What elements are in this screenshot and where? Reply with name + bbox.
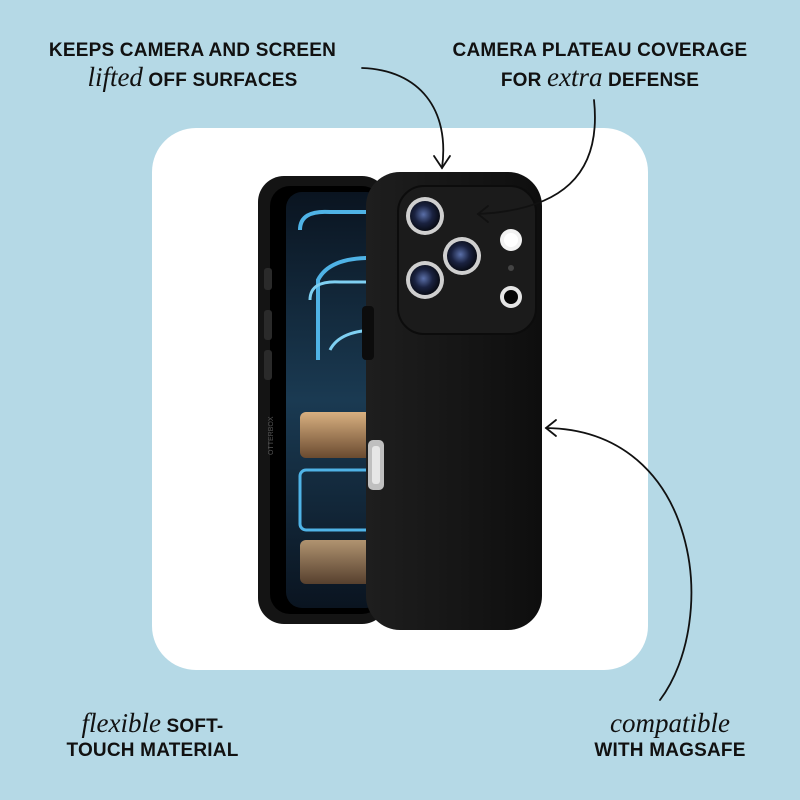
callout-script-word: lifted [87, 62, 143, 93]
callout-line: DEFENSE [602, 70, 700, 92]
callout-script-word: extra [547, 62, 603, 93]
arrow-bottom-right [545, 427, 693, 701]
callout-flexible-material: flexible SOFT- TOUCH MATERIAL [30, 708, 275, 762]
front-phone: OTTERBOX [258, 176, 388, 624]
callout-script-word: flexible [81, 708, 162, 738]
callout-line: SOFT- [161, 716, 224, 737]
brand-text: OTTERBOX [268, 416, 275, 455]
callout-line: CAMERA PLATEAU COVERAGE [452, 40, 748, 61]
callout-camera-plateau: CAMERA PLATEAU COVERAGE FOR extra DEFENS… [430, 40, 770, 94]
arrow-top-right [477, 99, 596, 215]
callout-line: TOUCH MATERIAL [66, 739, 239, 761]
callout-camera-screen-lifted: KEEPS CAMERA AND SCREEN lifted OFF SURFA… [20, 40, 365, 94]
callout-line: KEEPS CAMERA AND SCREEN [48, 40, 337, 61]
callout-line: FOR [500, 70, 548, 92]
callout-script-word: compatible [610, 708, 730, 738]
callout-line: WITH MAGSAFE [594, 739, 746, 761]
back-case [362, 172, 542, 630]
arrow-top-left [361, 67, 445, 169]
callout-line: OFF SURFACES [142, 70, 298, 92]
callout-magsafe: compatible WITH MAGSAFE [555, 708, 785, 762]
